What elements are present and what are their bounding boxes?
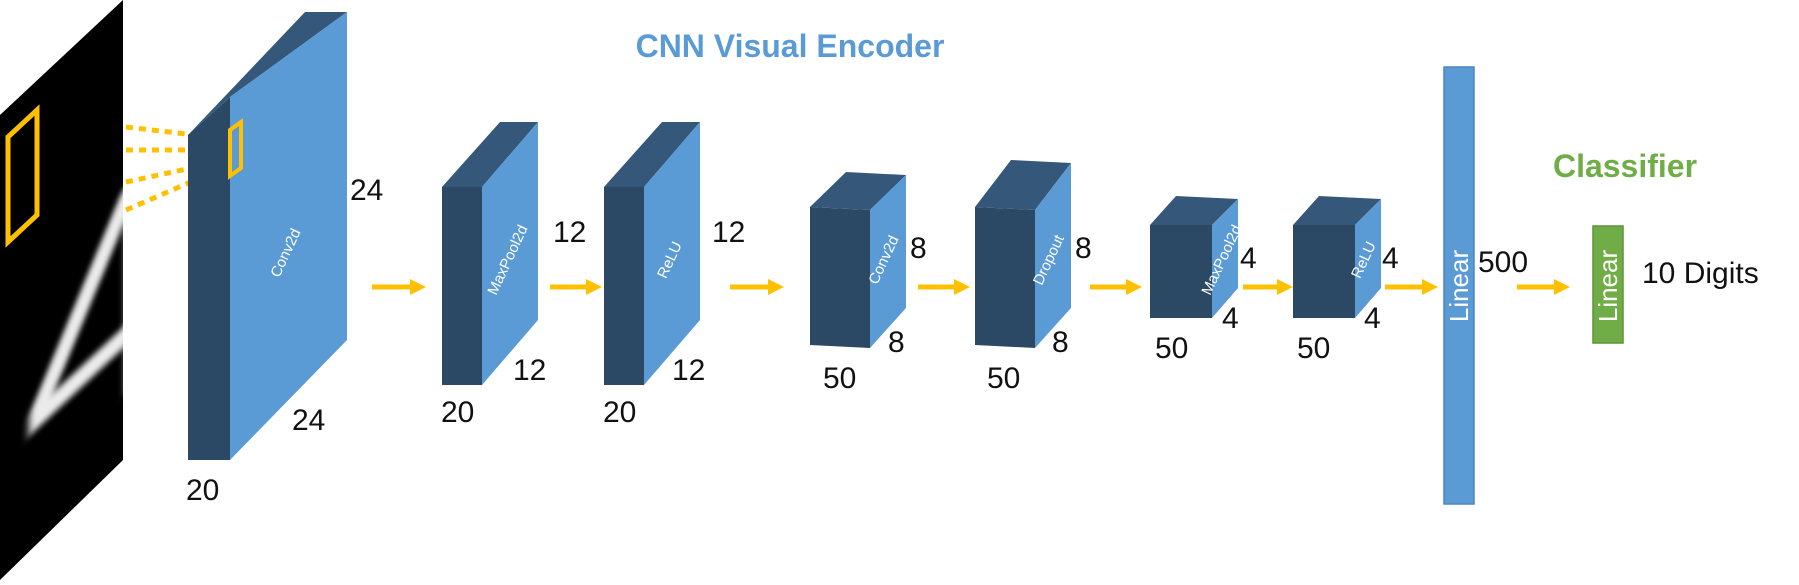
classifier-linear: Linear 10 Digits bbox=[1592, 225, 1759, 344]
flow-arrow bbox=[1243, 279, 1293, 295]
dim-depth: 50 bbox=[1297, 332, 1330, 365]
layer-relu-2: ReLU 4 4 50 bbox=[1293, 196, 1399, 365]
dim-width: 12 bbox=[513, 354, 546, 387]
layer-top bbox=[975, 160, 1071, 210]
layer-front bbox=[1212, 199, 1238, 318]
layer-side bbox=[442, 187, 482, 385]
layer-maxpool2d-2: MaxPool2d 4 4 50 bbox=[1150, 196, 1257, 365]
dim-width: 8 bbox=[888, 326, 905, 359]
layer-front bbox=[482, 122, 538, 385]
layer-top bbox=[1293, 196, 1381, 225]
flow-arrow bbox=[918, 279, 970, 295]
layer-side bbox=[604, 187, 644, 385]
receptive-field-box bbox=[5, 104, 40, 248]
dim-width: 12 bbox=[672, 354, 705, 387]
layer-conv2d-1: Conv2d 24 24 20 bbox=[186, 12, 383, 507]
dim-depth: 50 bbox=[823, 362, 856, 395]
layer-relu-1: ReLU 12 12 20 bbox=[603, 122, 745, 429]
dim-depth: 20 bbox=[603, 396, 636, 429]
layer-conv2d-2: Conv2d 8 8 50 bbox=[810, 172, 927, 395]
flow-arrow bbox=[1090, 279, 1142, 295]
dim-depth: 50 bbox=[1155, 332, 1188, 365]
layer-side bbox=[1293, 225, 1355, 318]
dim-depth: 20 bbox=[441, 396, 474, 429]
linear-label: Linear bbox=[1444, 250, 1474, 323]
input-image: 4 bbox=[0, 0, 189, 580]
layer-front bbox=[230, 12, 347, 460]
layer-top bbox=[810, 172, 906, 210]
classifier-linear-label: Linear bbox=[1593, 250, 1623, 323]
layer-side bbox=[975, 207, 1035, 348]
linear-bar bbox=[1443, 66, 1475, 505]
dim-width: 24 bbox=[292, 404, 325, 437]
input-image-panel bbox=[0, 0, 123, 580]
layer-dropout: Dropout 8 8 50 bbox=[975, 160, 1092, 395]
dim-height: 8 bbox=[910, 232, 927, 265]
encoder-title: CNN Visual Encoder bbox=[636, 28, 945, 64]
dim-height: 24 bbox=[350, 174, 383, 207]
conv-kernel-highlight bbox=[228, 118, 243, 180]
dim-width: 8 bbox=[1052, 326, 1069, 359]
dim-width: 4 bbox=[1364, 302, 1381, 335]
layer-side bbox=[1150, 225, 1212, 318]
flow-arrow bbox=[1385, 279, 1438, 295]
dim-height: 12 bbox=[712, 216, 745, 249]
classifier-title: Classifier bbox=[1553, 148, 1697, 184]
dim-height: 8 bbox=[1075, 232, 1092, 265]
classifier-bar bbox=[1592, 225, 1624, 344]
flow-arrow bbox=[372, 279, 426, 295]
flow-arrow bbox=[730, 279, 784, 295]
layer-front bbox=[644, 122, 700, 385]
layer-front bbox=[870, 175, 906, 348]
dim-height: 12 bbox=[553, 216, 586, 249]
flow-arrow bbox=[550, 279, 602, 295]
linear-size: 500 bbox=[1478, 246, 1528, 279]
layer-front bbox=[1355, 199, 1381, 318]
dim-depth: 50 bbox=[987, 362, 1020, 395]
layer-side bbox=[810, 207, 870, 348]
dim-depth: 20 bbox=[186, 474, 219, 507]
linear-layer-500: Linear 500 bbox=[1443, 66, 1528, 505]
layer-top bbox=[604, 122, 700, 187]
dim-width: 4 bbox=[1222, 302, 1239, 335]
dim-height: 4 bbox=[1240, 242, 1257, 275]
output-label: 10 Digits bbox=[1642, 257, 1759, 290]
flow-arrow bbox=[1517, 279, 1570, 295]
layer-top bbox=[442, 122, 538, 187]
layer-top bbox=[1150, 196, 1238, 225]
layer-front bbox=[1035, 163, 1071, 348]
dim-height: 4 bbox=[1382, 242, 1399, 275]
layer-side bbox=[188, 97, 230, 460]
layer-maxpool2d-1: MaxPool2d 12 12 20 bbox=[441, 122, 586, 429]
